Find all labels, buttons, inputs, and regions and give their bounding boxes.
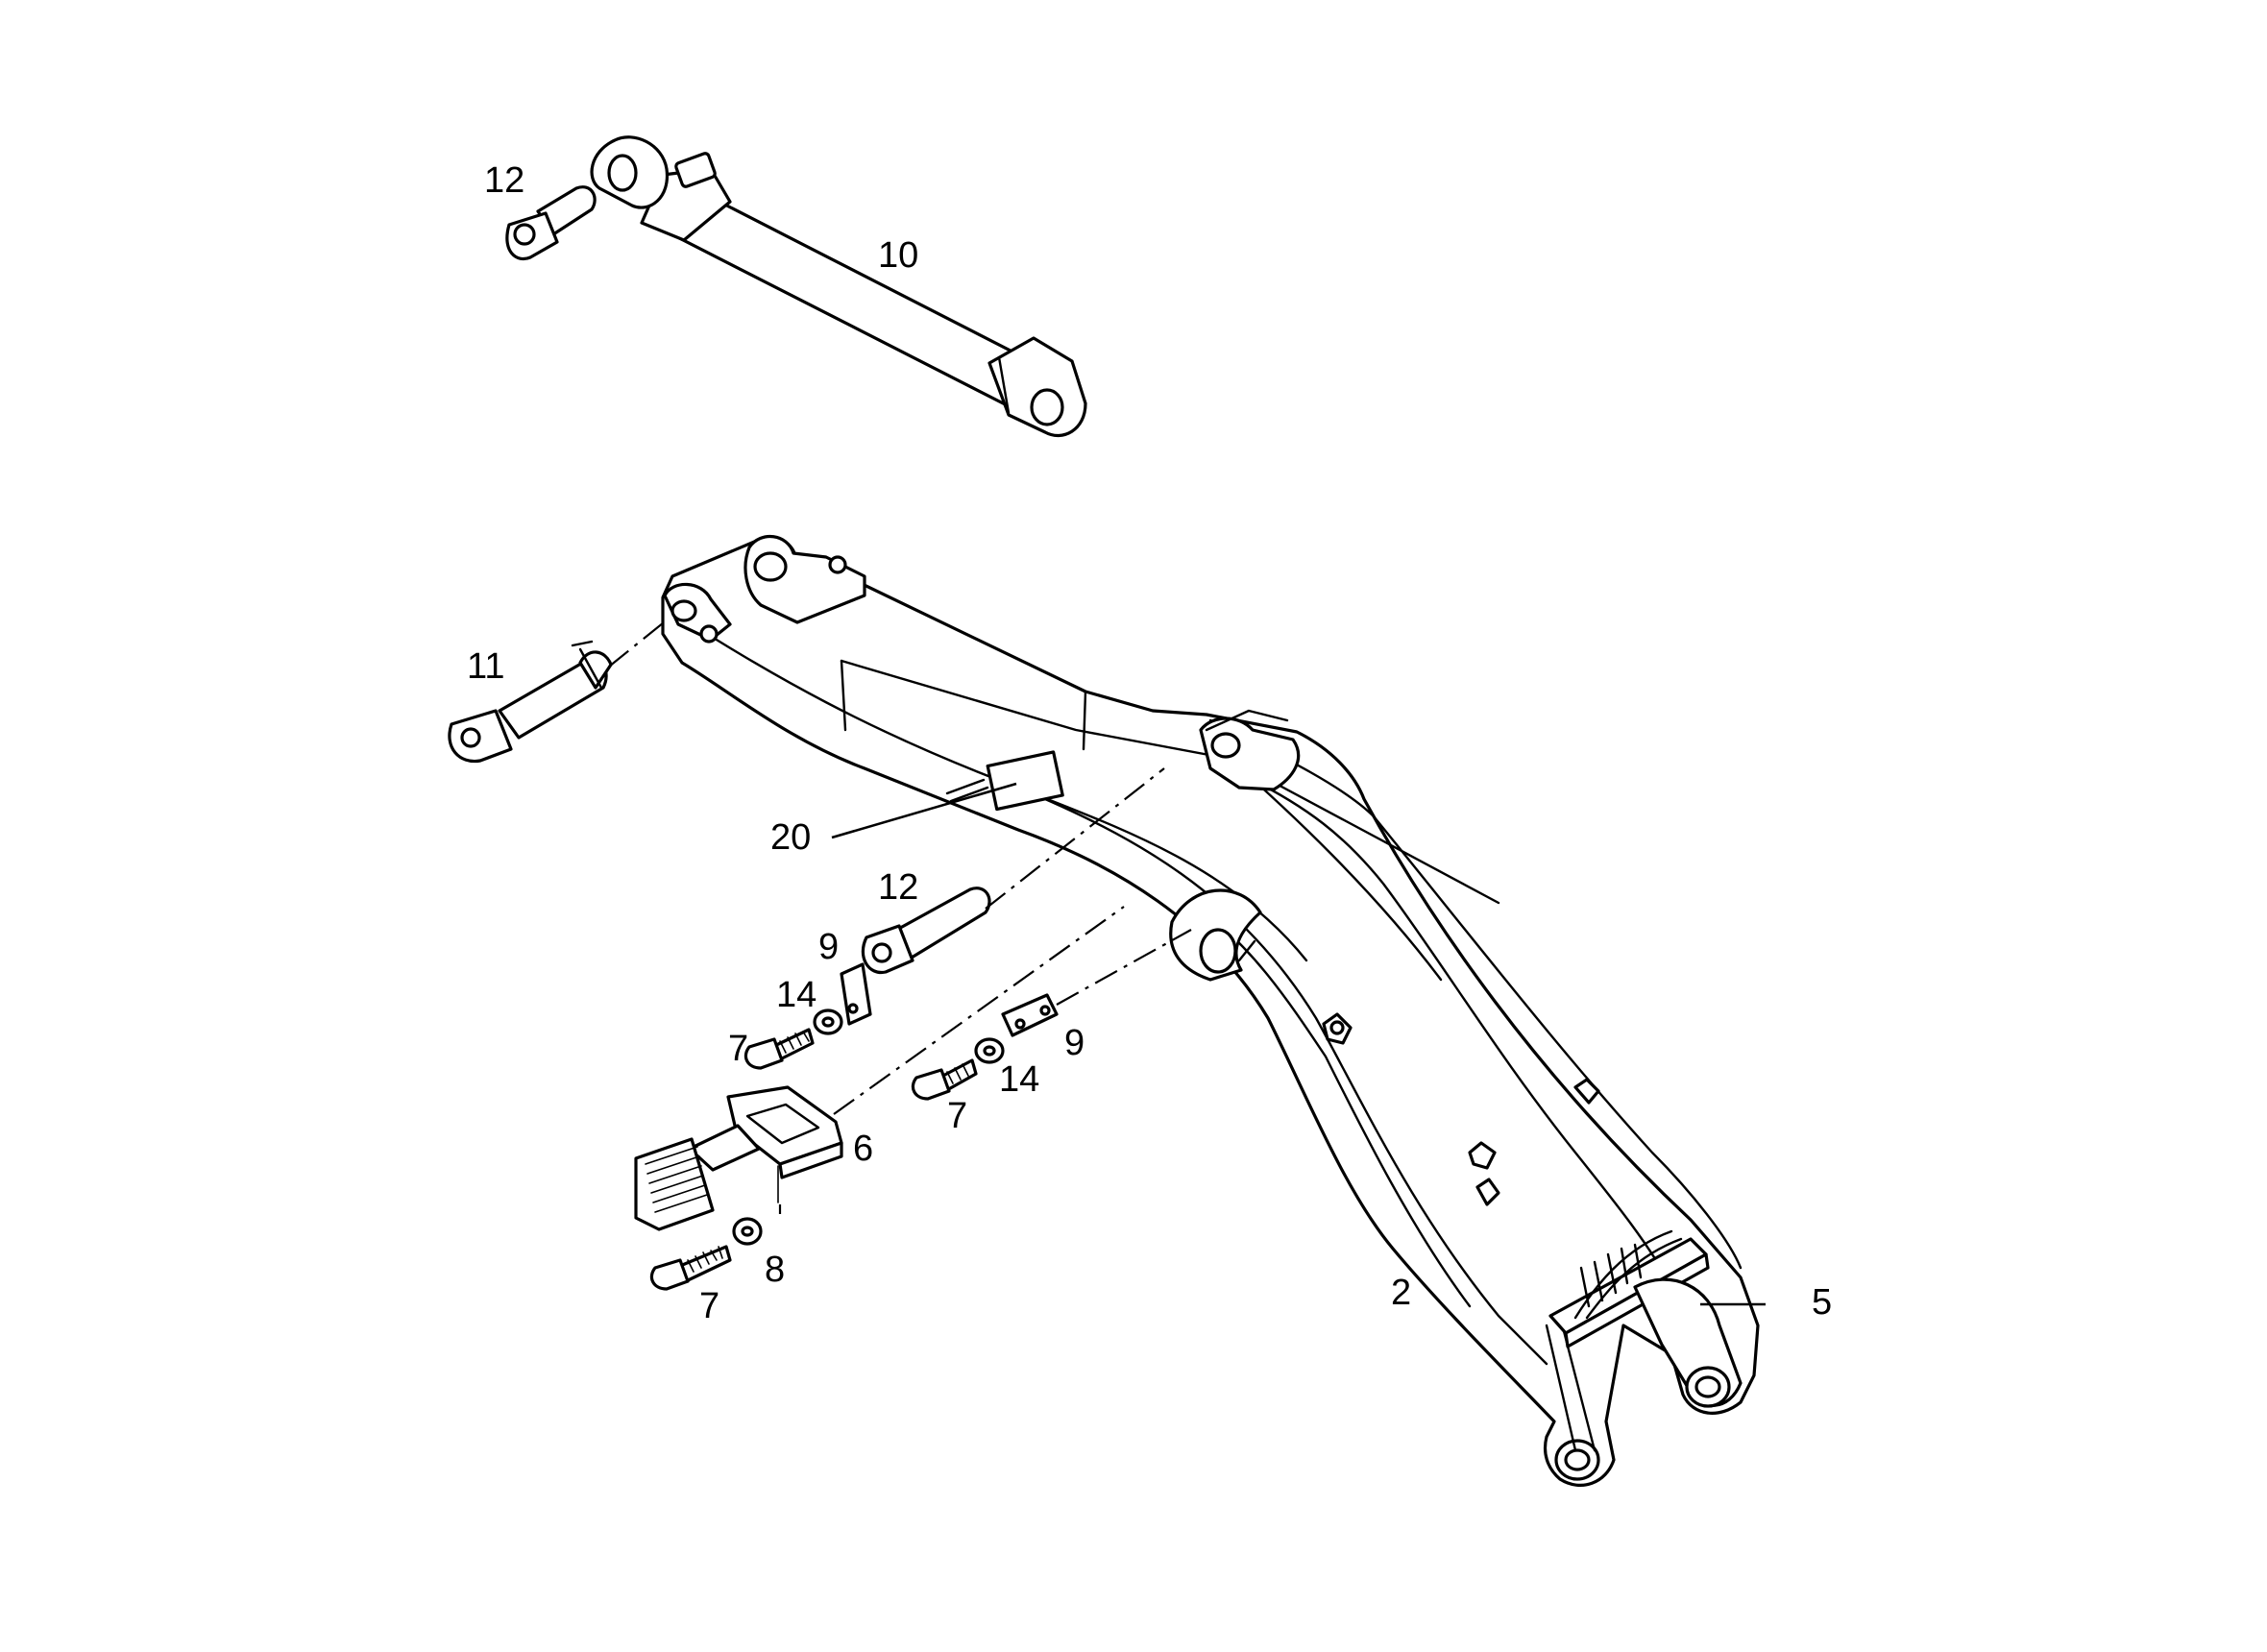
hydraulic-cylinder [590,135,1087,438]
callout-20: 20 [770,817,811,858]
callout-9a: 9 [818,927,839,967]
callout-11: 11 [467,646,504,687]
pin [861,887,991,975]
assembly-centerlines [608,618,1192,1214]
decal-label [986,750,1064,812]
plate [840,962,1059,1037]
washer [732,1217,763,1246]
callout-6: 6 [853,1129,873,1169]
leader-lines [831,782,1766,1306]
bucket-linkage-bracket [1545,1229,1743,1452]
callout-labels: 2 5 6 7 7 7 8 9 9 10 11 12 12 14 14 20 [467,160,1832,1326]
callout-14a: 14 [776,975,817,1015]
callout-14b: 14 [999,1059,1039,1100]
bolt [649,1028,978,1291]
callout-10: 10 [878,235,918,276]
callout-7b: 7 [947,1096,967,1136]
pin [448,640,613,764]
callout-5: 5 [1812,1282,1832,1323]
callout-7a: 7 [728,1029,748,1069]
callout-12b: 12 [878,867,918,908]
boom-arm [661,534,1760,1487]
callout-12a: 12 [484,160,524,201]
callout-7c: 7 [699,1286,719,1326]
step-pedal [634,1085,843,1231]
callout-2: 2 [1391,1273,1411,1313]
callout-9b: 9 [1064,1023,1085,1063]
pin [505,185,597,260]
washer [813,1008,1005,1064]
callout-8: 8 [765,1250,785,1290]
